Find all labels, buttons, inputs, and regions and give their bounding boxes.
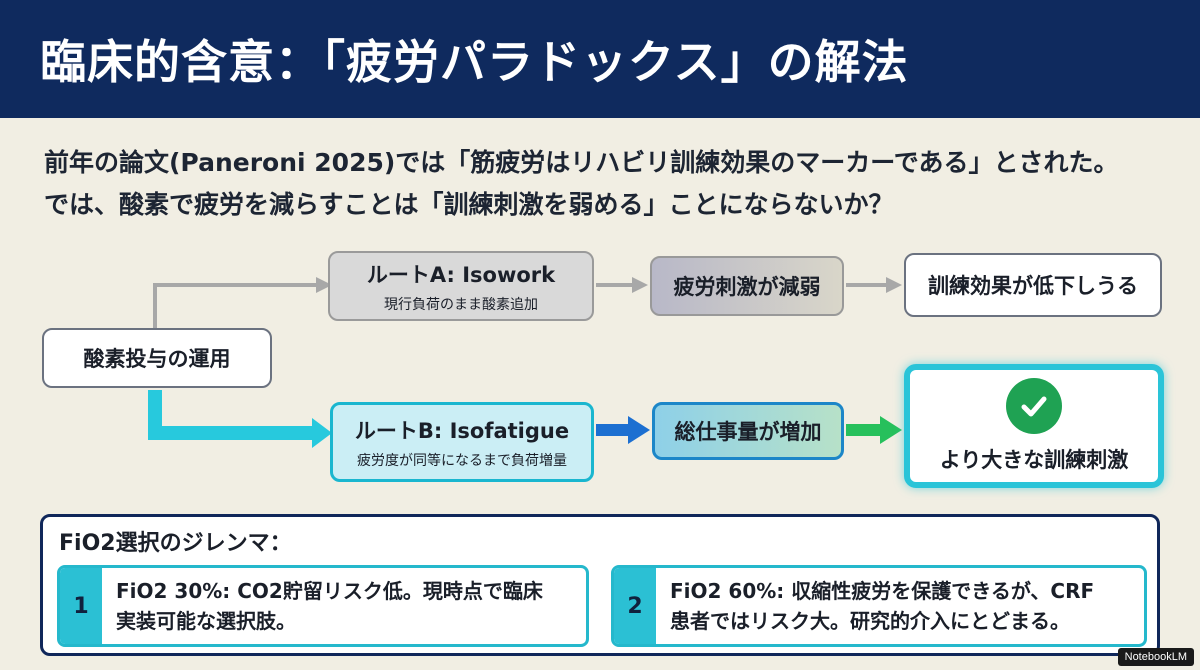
option-number: 2 (614, 568, 656, 644)
start-node-label: 酸素投与の運用 (83, 347, 231, 371)
arrow-start-to-route-a (153, 283, 318, 328)
route-b-result-node: より大きな訓練刺激 (904, 364, 1164, 488)
route-b-node: ルートB: Isofatigue 疲労度が同等になるまで負荷増量 (330, 402, 594, 482)
dilemma-title: FiO2選択のジレンマ： (59, 531, 292, 556)
arrow-head-route-a (316, 277, 332, 293)
option-text: FiO2 30%: CO2貯留リスク低。現時点で臨床 実装可能な選択肢。 (116, 576, 576, 636)
route-b-title: ルートB: Isofatigue (354, 418, 570, 443)
arrow-head-route-b (312, 418, 332, 448)
dilemma-panel: FiO2選択のジレンマ： 1 FiO2 30%: CO2貯留リスク低。現時点で臨… (40, 514, 1160, 656)
option-line-2: 患者ではリスク大。研究的介入にとどまる。 (670, 609, 1070, 633)
route-b-subtitle: 疲労度が同等になるまで負荷増量 (357, 452, 567, 469)
route-b-step-node: 総仕事量が増加 (652, 402, 844, 460)
dilemma-option-1: 1 FiO2 30%: CO2貯留リスク低。現時点で臨床 実装可能な選択肢。 (57, 565, 589, 647)
route-a-subtitle: 現行負荷のまま酸素追加 (384, 296, 538, 313)
arrow-start-to-route-b (148, 390, 315, 440)
dilemma-option-2: 2 FiO2 60%: 収縮性疲労を保護できるが、CRF 患者ではリスク大。研究… (611, 565, 1147, 647)
intro-line-1: 前年の論文(Paneroni 2025)では「筋疲労はリハビリ訓練効果のマーカー… (44, 148, 1119, 177)
route-b-step-label: 総仕事量が増加 (674, 420, 822, 444)
route-a-title: ルートA: Isowork (366, 262, 556, 287)
arrow-head-result-a (886, 277, 902, 293)
arrow-head-result-b (880, 416, 902, 444)
option-text: FiO2 60%: 収縮性疲労を保護できるが、CRF 患者ではリスク大。研究的介… (670, 576, 1134, 636)
route-a-step-node: 疲労刺激が減弱 (650, 256, 844, 316)
arrow-head-route-a-step (632, 277, 648, 293)
route-a-result-node: 訓練効果が低下しうる (904, 253, 1162, 317)
start-node: 酸素投与の運用 (42, 328, 272, 388)
intro-line-2: では、酸素で疲労を減らすことは「訓練刺激を弱める」ことにならないか？ (44, 190, 894, 219)
page-title: 臨床的含意：「疲労パラドックス」の解法 (40, 35, 909, 89)
header-bar: 臨床的含意：「疲労パラドックス」の解法 (0, 0, 1200, 118)
check-circle-icon (1006, 378, 1062, 434)
option-number: 1 (60, 568, 102, 644)
arrow-head-route-b-step (628, 416, 650, 444)
route-a-step-label: 疲労刺激が減弱 (673, 275, 821, 299)
intro-text: 前年の論文(Paneroni 2025)では「筋疲労はリハビリ訓練効果のマーカー… (44, 146, 1174, 230)
option-line-2: 実装可能な選択肢。 (116, 609, 296, 633)
notebooklm-brand: NotebookLM (1117, 648, 1194, 666)
option-line-1: FiO2 30%: CO2貯留リスク低。現時点で臨床 (116, 579, 543, 603)
option-line-1: FiO2 60%: 収縮性疲労を保護できるが、CRF (670, 579, 1095, 603)
route-b-result-label: より大きな訓練刺激 (939, 448, 1129, 472)
route-a-result-label: 訓練効果が低下しうる (928, 274, 1138, 298)
route-a-node: ルートA: Isowork 現行負荷のまま酸素追加 (328, 251, 594, 321)
